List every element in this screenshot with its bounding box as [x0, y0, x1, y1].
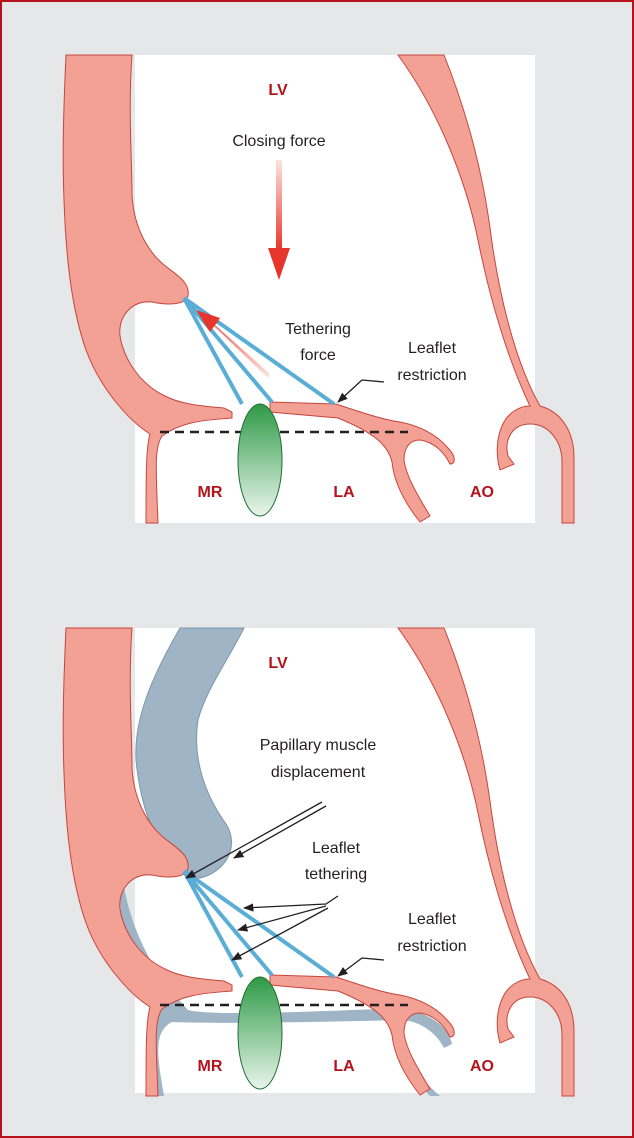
label-ao: AO [470, 484, 494, 501]
label-closing-force: Closing force [232, 133, 325, 150]
closing-force-arrow [276, 160, 282, 250]
regurgitant-jet [238, 404, 282, 516]
label-la-bottom: LA [333, 1058, 355, 1075]
label-leaflet-restriction-2: restriction [397, 367, 466, 384]
label-leaflet-tethering-1: Leaflet [312, 840, 361, 857]
regurgitant-jet-bottom [238, 977, 282, 1089]
label-mr: MR [198, 484, 223, 501]
label-papillary-2: displacement [271, 764, 366, 781]
label-leaflet-tethering-2: tethering [305, 866, 367, 883]
label-leaflet-restriction-bottom-1: Leaflet [408, 911, 457, 928]
label-leaflet-restriction-bottom-2: restriction [397, 938, 466, 955]
label-la: LA [333, 484, 355, 501]
label-tethering-force-2: force [300, 347, 336, 364]
label-leaflet-restriction-1: Leaflet [408, 340, 457, 357]
top-panel: LV Closing force Tethering force Leaflet… [63, 55, 574, 523]
label-tethering-force-1: Tethering [285, 321, 351, 338]
label-mr-bottom: MR [198, 1058, 223, 1075]
bottom-panel: LV Papillary muscle displacement Leaflet… [63, 628, 574, 1096]
heart-cavity [135, 55, 535, 523]
label-lv: LV [268, 82, 288, 99]
label-lv-bottom: LV [268, 655, 288, 672]
label-papillary-1: Papillary muscle [260, 737, 377, 754]
label-ao-bottom: AO [470, 1058, 494, 1075]
